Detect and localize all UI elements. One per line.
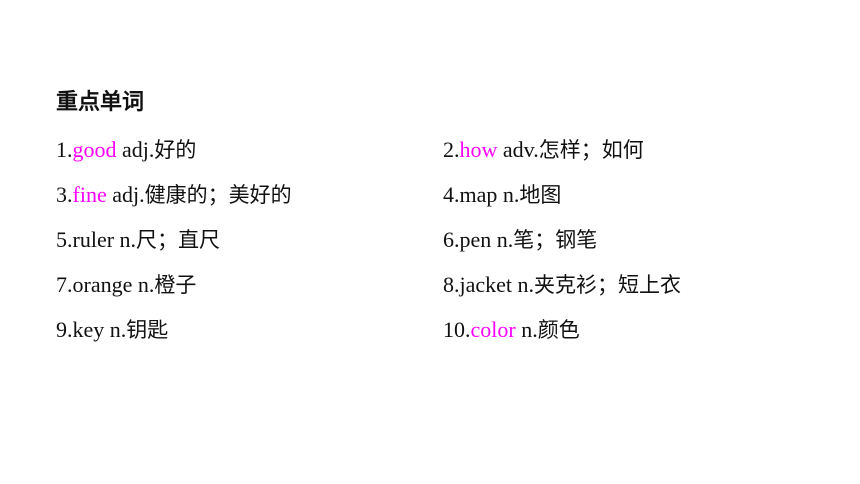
item-pos: adj. bbox=[106, 182, 145, 207]
item-meaning: 尺；直尺 bbox=[136, 228, 221, 252]
item-number: 7. bbox=[56, 272, 73, 297]
item-word: color bbox=[470, 317, 516, 342]
item-number: 10. bbox=[443, 317, 471, 342]
item-number: 8. bbox=[443, 272, 460, 297]
item-word: key bbox=[72, 317, 105, 342]
item-meaning: 笔；钢笔 bbox=[513, 228, 598, 252]
vocab-item-10: 10.color n.颜色 bbox=[443, 315, 580, 345]
vocab-item-5: 5.ruler n.尺；直尺 bbox=[56, 225, 220, 255]
item-number: 9. bbox=[56, 317, 73, 342]
vocab-item-4: 4.map n.地图 bbox=[443, 180, 561, 210]
item-word: good bbox=[72, 137, 117, 162]
item-meaning: 夹克衫；短上衣 bbox=[534, 273, 682, 297]
item-meaning: 橙子 bbox=[154, 273, 197, 297]
item-pos: adv. bbox=[497, 137, 539, 162]
item-meaning: 健康的；美好的 bbox=[144, 183, 292, 207]
item-word: pen bbox=[459, 227, 492, 252]
section-heading: 重点单词 bbox=[56, 90, 145, 115]
item-number: 6. bbox=[443, 227, 460, 252]
vocab-item-8: 8.jacket n.夹克衫；短上衣 bbox=[443, 270, 681, 300]
item-number: 3. bbox=[56, 182, 73, 207]
item-pos: n. bbox=[497, 182, 520, 207]
vocab-item-2: 2.how adv.怎样；如何 bbox=[443, 135, 644, 165]
vocab-item-3: 3.fine adj.健康的；美好的 bbox=[56, 180, 292, 210]
vocab-item-7: 7.orange n.橙子 bbox=[56, 270, 196, 300]
item-meaning: 颜色 bbox=[537, 318, 580, 342]
item-word: how bbox=[459, 137, 498, 162]
item-meaning: 怎样；如何 bbox=[538, 138, 644, 162]
item-pos: n. bbox=[512, 272, 535, 297]
item-word: ruler bbox=[72, 227, 115, 252]
item-word: fine bbox=[72, 182, 107, 207]
item-number: 1. bbox=[56, 137, 73, 162]
vocab-item-9: 9.key n.钥匙 bbox=[56, 315, 168, 345]
vocab-item-6: 6.pen n.笔；钢笔 bbox=[443, 225, 597, 255]
item-pos: n. bbox=[491, 227, 514, 252]
item-word: jacket bbox=[459, 272, 513, 297]
item-word: map bbox=[459, 182, 498, 207]
item-meaning: 地图 bbox=[519, 183, 562, 207]
item-meaning: 好的 bbox=[154, 138, 197, 162]
vocab-item-1: 1.good adj.好的 bbox=[56, 135, 196, 165]
item-number: 2. bbox=[443, 137, 460, 162]
item-number: 4. bbox=[443, 182, 460, 207]
item-number: 5. bbox=[56, 227, 73, 252]
item-pos: adj. bbox=[116, 137, 155, 162]
item-pos: n. bbox=[114, 227, 137, 252]
item-pos: n. bbox=[132, 272, 155, 297]
item-pos: n. bbox=[515, 317, 538, 342]
item-meaning: 钥匙 bbox=[126, 318, 169, 342]
item-pos: n. bbox=[104, 317, 127, 342]
item-word: orange bbox=[72, 272, 133, 297]
